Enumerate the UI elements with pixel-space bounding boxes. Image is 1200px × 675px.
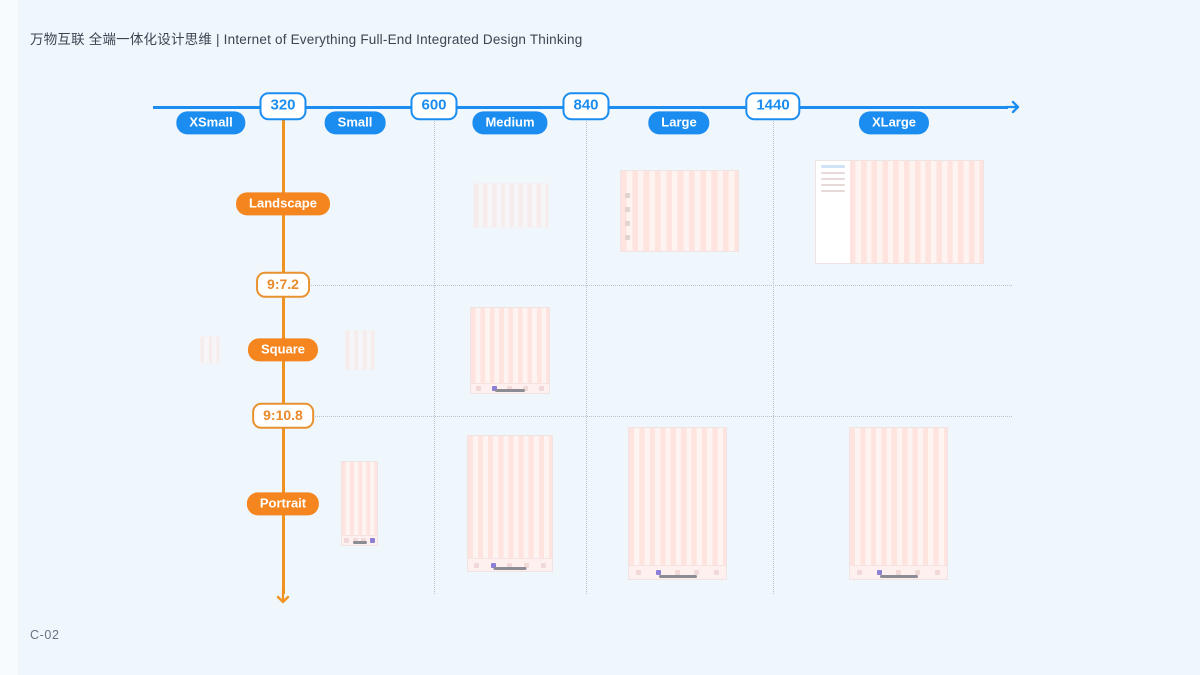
gridline-horizontal-0: [300, 285, 1012, 286]
orientation-pill-landscape[interactable]: Landscape: [236, 192, 330, 216]
mock-tab-icon: [343, 538, 349, 543]
column-grid-overlay: [471, 308, 549, 393]
column-grid-overlay: [201, 337, 219, 363]
orientation-pill-portrait[interactable]: Portrait: [246, 492, 320, 516]
mock-tab-icon: [507, 386, 513, 391]
device-mock-portrait-large[interactable]: [628, 427, 727, 580]
column-grid-overlay: [346, 331, 374, 369]
breakpoint-chip-1440[interactable]: 1440: [745, 92, 801, 120]
category-pill-medium[interactable]: Medium: [472, 111, 548, 135]
column-grid-overlay: [850, 428, 947, 579]
mock-tab-icon: [655, 570, 661, 575]
mock-home-indicator: [658, 575, 697, 578]
width-axis-arrow-icon: [1005, 99, 1021, 115]
mock-tab-icon: [857, 570, 863, 575]
mock-sidebar-item: [821, 178, 845, 180]
mock-tab-icon: [507, 562, 513, 568]
breakpoint-chip-320[interactable]: 320: [259, 92, 307, 120]
mock-tab-icon: [876, 570, 882, 575]
aspect-ratio-chip-9-7-2[interactable]: 9:7.2: [256, 271, 310, 299]
device-mock-portrait-small[interactable]: [341, 461, 378, 546]
mock-tab-icon: [674, 570, 680, 575]
device-mock-portrait-xlarge[interactable]: [849, 427, 948, 580]
mock-tab-icon: [491, 386, 497, 391]
mock-tab-icon: [476, 386, 482, 391]
mock-tab-icon: [538, 386, 544, 391]
mock-tab-icon: [915, 570, 921, 575]
mock-rail-icon: [625, 207, 630, 213]
mock-tab-icon: [524, 562, 530, 568]
device-mock-square-small[interactable]: [345, 330, 375, 370]
page-title: 万物互联 全端一体化设计思维 | Internet of Everything …: [30, 32, 583, 47]
mock-tab-icon: [713, 570, 719, 575]
mock-tab-icon: [361, 538, 367, 543]
mock-sidebar-item: [821, 190, 845, 192]
breakpoint-chip-600[interactable]: 600: [410, 92, 458, 120]
mock-tab-icon: [352, 538, 358, 543]
mock-sidebar-item: [821, 165, 845, 168]
breakpoint-chip-840[interactable]: 840: [562, 92, 610, 120]
mock-home-indicator: [495, 389, 525, 392]
mock-bottom-tabbar: [850, 565, 947, 579]
mock-tab-icon: [370, 538, 376, 543]
mock-tab-icon: [636, 570, 642, 575]
column-grid-overlay: [342, 462, 377, 545]
column-grid-overlay: [629, 428, 726, 579]
mock-tab-icon: [541, 562, 547, 568]
category-pill-xlarge[interactable]: XLarge: [858, 111, 930, 135]
mock-home-indicator: [493, 567, 527, 570]
device-mock-landscape-medium[interactable]: [473, 183, 549, 228]
mock-rail-icon: [625, 235, 630, 241]
mock-sidebar-item: [821, 172, 845, 174]
device-mock-square-medium[interactable]: [470, 307, 550, 394]
mock-rail-icon: [625, 221, 630, 227]
mock-sidebar: [816, 161, 850, 263]
mock-tab-icon: [473, 562, 479, 568]
mock-tab-icon: [934, 570, 940, 575]
column-grid-overlay: [621, 171, 738, 251]
device-mock-landscape-xlarge[interactable]: [815, 160, 984, 264]
category-pill-large[interactable]: Large: [648, 111, 710, 135]
mock-icon-rail: [625, 193, 632, 249]
gridline-vertical-1: [586, 118, 587, 594]
mock-bottom-tabbar: [471, 383, 549, 393]
gridline-vertical-0: [434, 118, 435, 594]
mock-tab-icon: [694, 570, 700, 575]
category-pill-xsmall[interactable]: XSmall: [176, 111, 246, 135]
gridline-horizontal-1: [300, 416, 1012, 417]
mock-tab-icon: [490, 562, 496, 568]
device-mock-portrait-medium[interactable]: [467, 435, 553, 572]
mock-home-indicator: [352, 541, 367, 544]
column-grid-overlay: [850, 161, 983, 263]
mock-bottom-tabbar: [342, 535, 377, 545]
mock-bottom-tabbar: [629, 565, 726, 579]
mock-sidebar-item: [821, 184, 845, 186]
footer-slide-code: C-02: [30, 628, 60, 642]
mock-rail-icon: [625, 193, 630, 199]
mock-bottom-tabbar: [468, 558, 552, 571]
device-mock-landscape-large[interactable]: [620, 170, 739, 252]
category-pill-small[interactable]: Small: [324, 111, 386, 135]
column-grid-overlay: [474, 184, 548, 227]
mock-home-indicator: [879, 575, 918, 578]
device-mock-square-xsmall[interactable]: [200, 336, 220, 364]
orientation-axis-arrow-icon: [275, 588, 291, 605]
orientation-pill-square[interactable]: Square: [247, 338, 319, 362]
left-edge-strip: [0, 0, 18, 675]
mock-tab-icon: [523, 386, 529, 391]
mock-tab-icon: [895, 570, 901, 575]
gridline-vertical-2: [773, 118, 774, 594]
aspect-ratio-chip-9-10-8[interactable]: 9:10.8: [252, 402, 314, 430]
column-grid-overlay: [468, 436, 552, 571]
